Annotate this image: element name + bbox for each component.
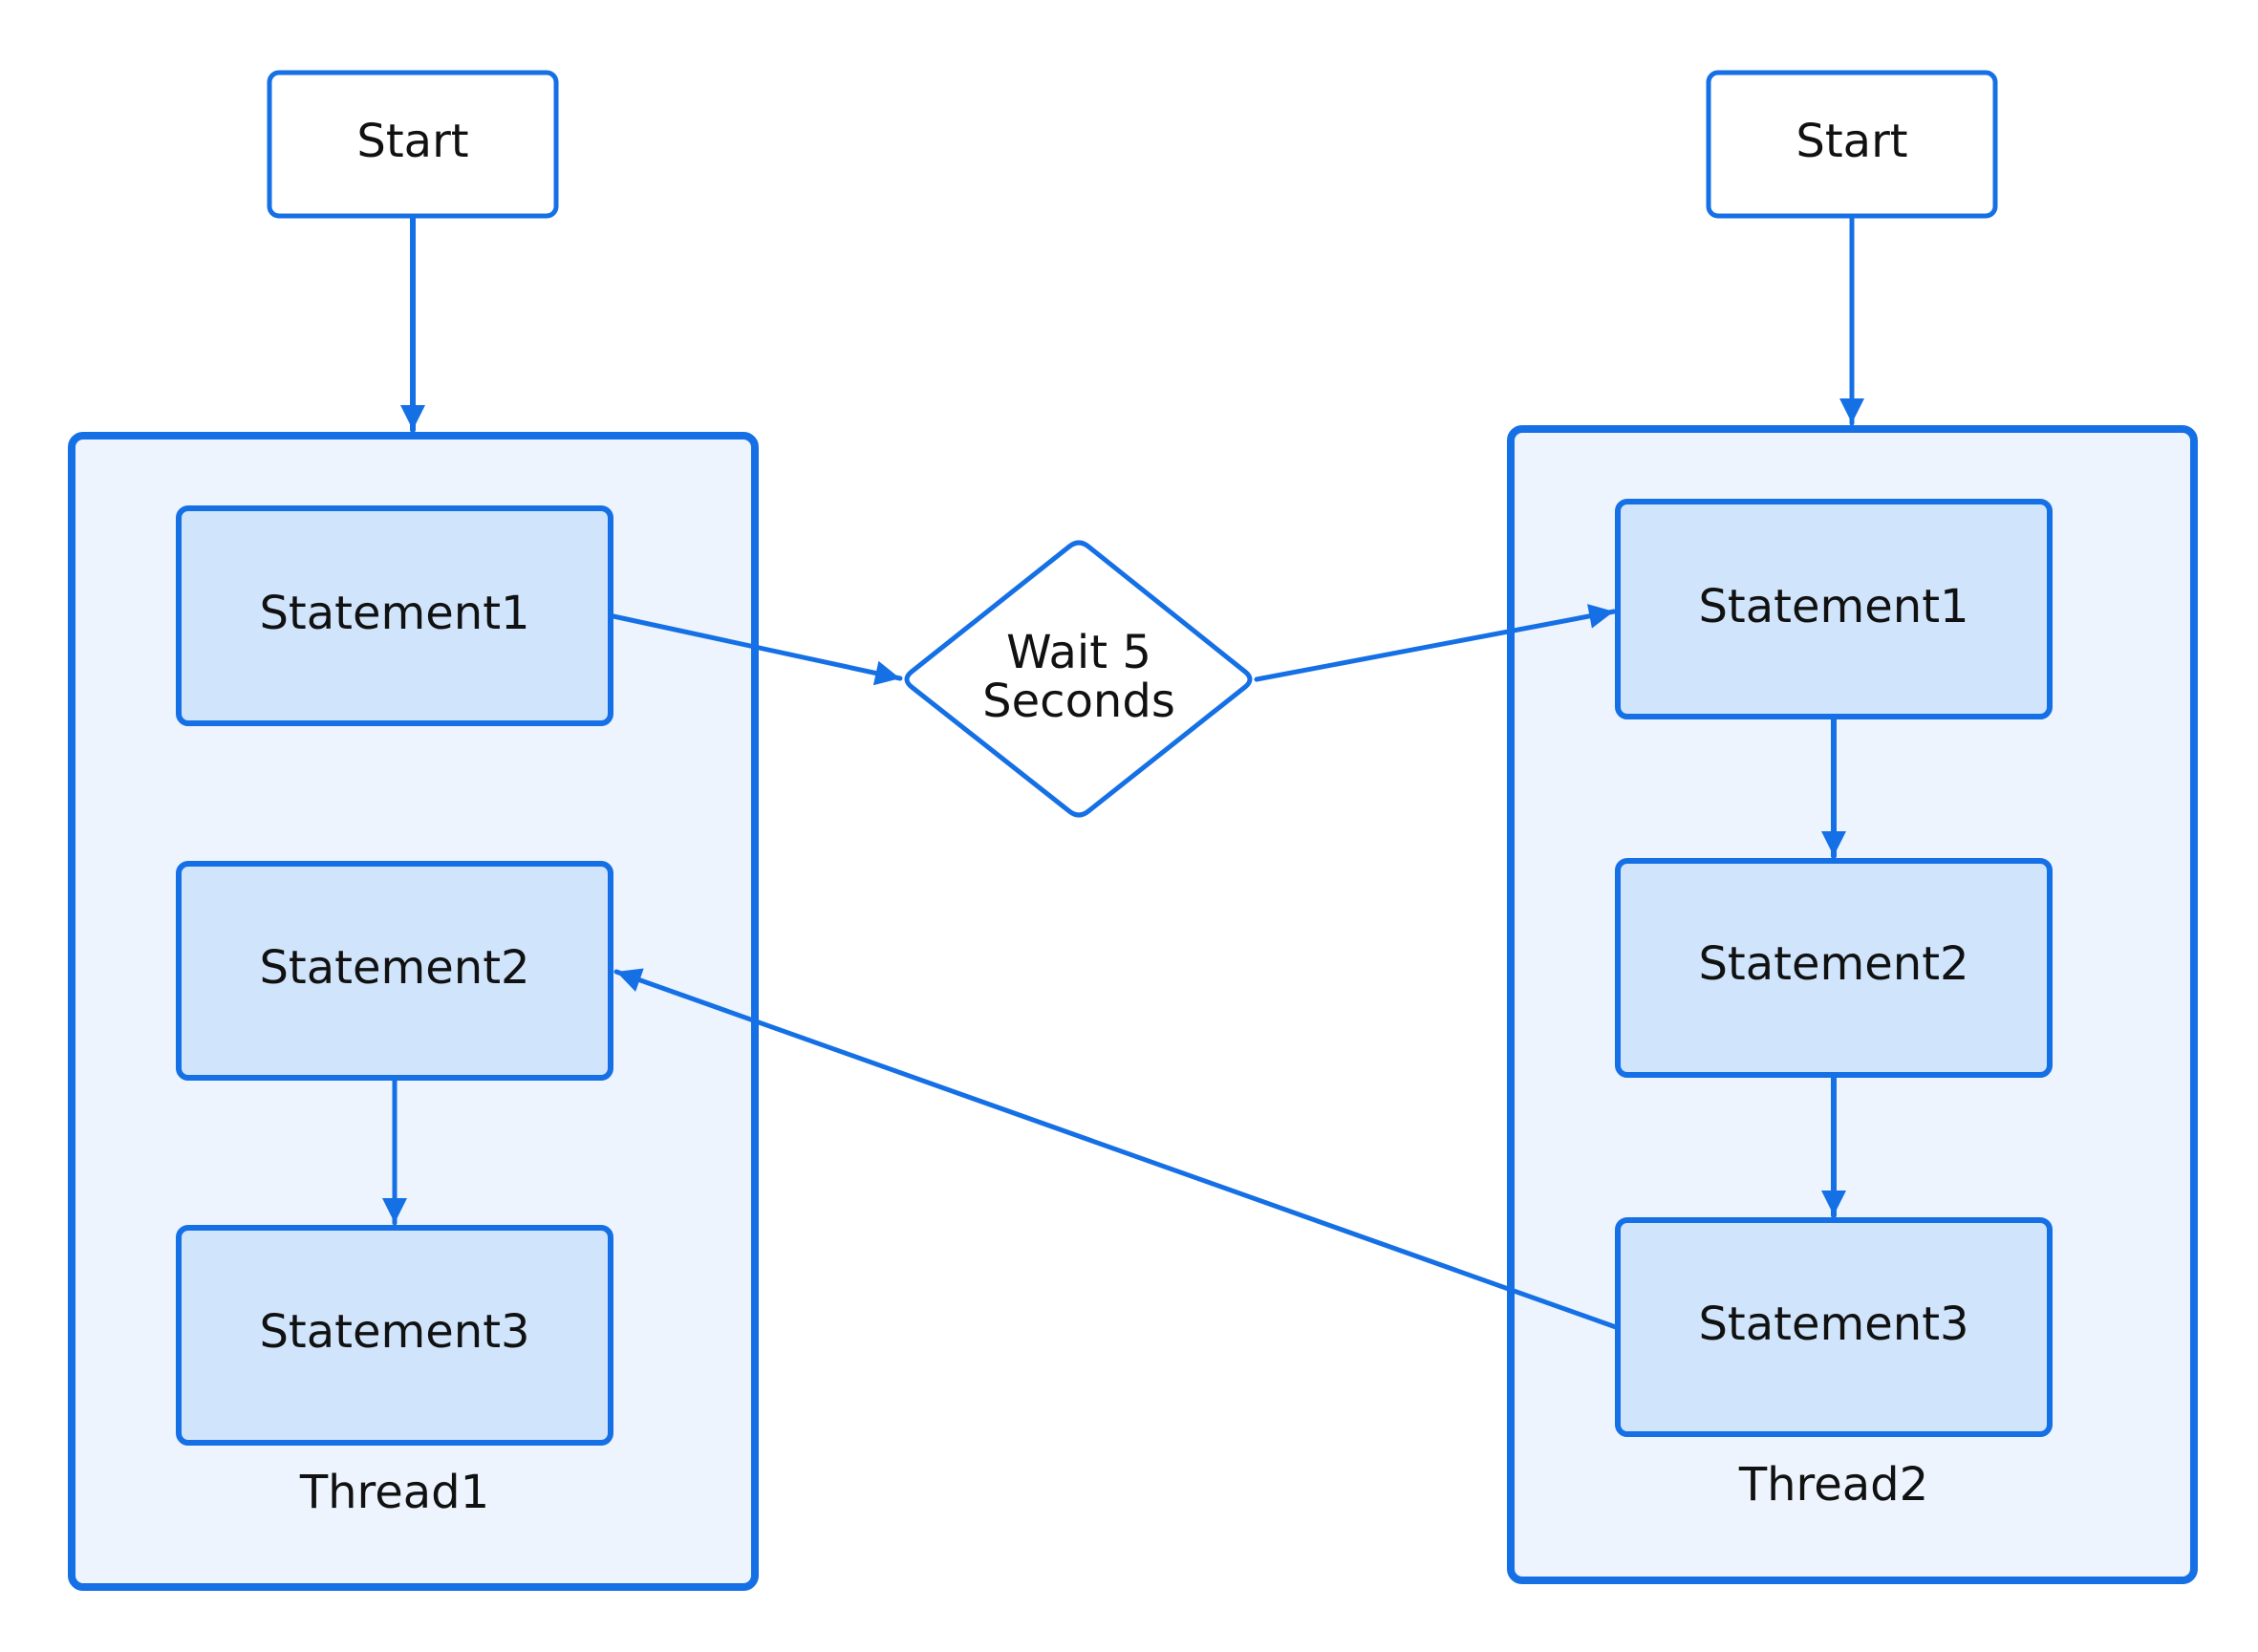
arrow-thread1-statement1-to-wait bbox=[611, 613, 903, 686]
thread2-label: Thread2 bbox=[1738, 1458, 1928, 1512]
thread2-statement1-label: Statement1 bbox=[1698, 580, 1968, 633]
thread1-statement3-box bbox=[176, 1225, 613, 1446]
thread2-statement3-label: Statement3 bbox=[1698, 1298, 1968, 1351]
thread1-group: Start Statement1 Statement2 Statement3 T… bbox=[68, 70, 759, 1591]
arrow-thread2-statement3-to-thread1-statement2 bbox=[613, 968, 1619, 1330]
thread1-statement3-label: Statement3 bbox=[259, 1305, 529, 1359]
thread1-statement2-label: Statement2 bbox=[259, 941, 529, 995]
thread2-statement2-label: Statement2 bbox=[1698, 937, 1968, 991]
wait-diamond bbox=[904, 540, 1253, 818]
thread1-statement1-label: Statement1 bbox=[259, 587, 529, 640]
thread1-statement1-box bbox=[176, 505, 613, 726]
thread2-start-label: Start bbox=[1796, 115, 1907, 168]
wait-label-line1: Wait 5 bbox=[1006, 626, 1151, 679]
thread2-group: Start Statement1 Statement2 Statement3 T… bbox=[1507, 70, 2198, 1584]
connectors bbox=[382, 215, 1864, 1330]
wait-group: Wait 5 Seconds bbox=[904, 540, 1253, 818]
wait-label-line2: Seconds bbox=[982, 675, 1175, 728]
arrow-wait-to-thread2-statement1 bbox=[1254, 604, 1617, 682]
thread1-label: Thread1 bbox=[299, 1466, 489, 1519]
thread1-start-label: Start bbox=[356, 115, 468, 168]
